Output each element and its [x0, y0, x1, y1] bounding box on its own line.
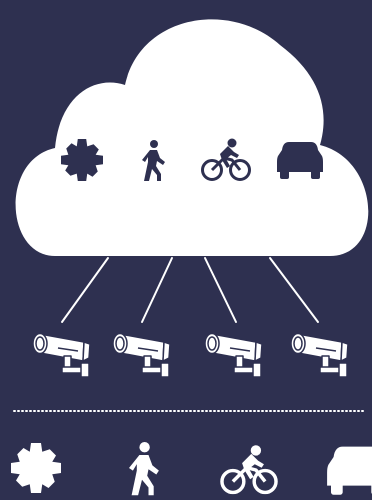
cyclist-icon	[220, 443, 278, 495]
cctv-camera-icon	[204, 332, 263, 378]
connector-lines	[61, 257, 319, 323]
connector-line	[61, 257, 109, 323]
camera-row	[32, 332, 349, 378]
car-icon	[327, 446, 372, 495]
connector-line	[141, 257, 173, 323]
cctv-camera-icon	[32, 332, 91, 378]
pedestrian-icon	[129, 442, 159, 496]
connector-line	[269, 257, 319, 323]
bottom-icon-group	[11, 442, 372, 496]
cctv-camera-icon	[290, 332, 349, 378]
gear-icon	[11, 443, 61, 493]
cctv-camera-icon	[112, 332, 171, 378]
connector-line	[204, 257, 237, 323]
cloud-shape	[15, 19, 369, 256]
